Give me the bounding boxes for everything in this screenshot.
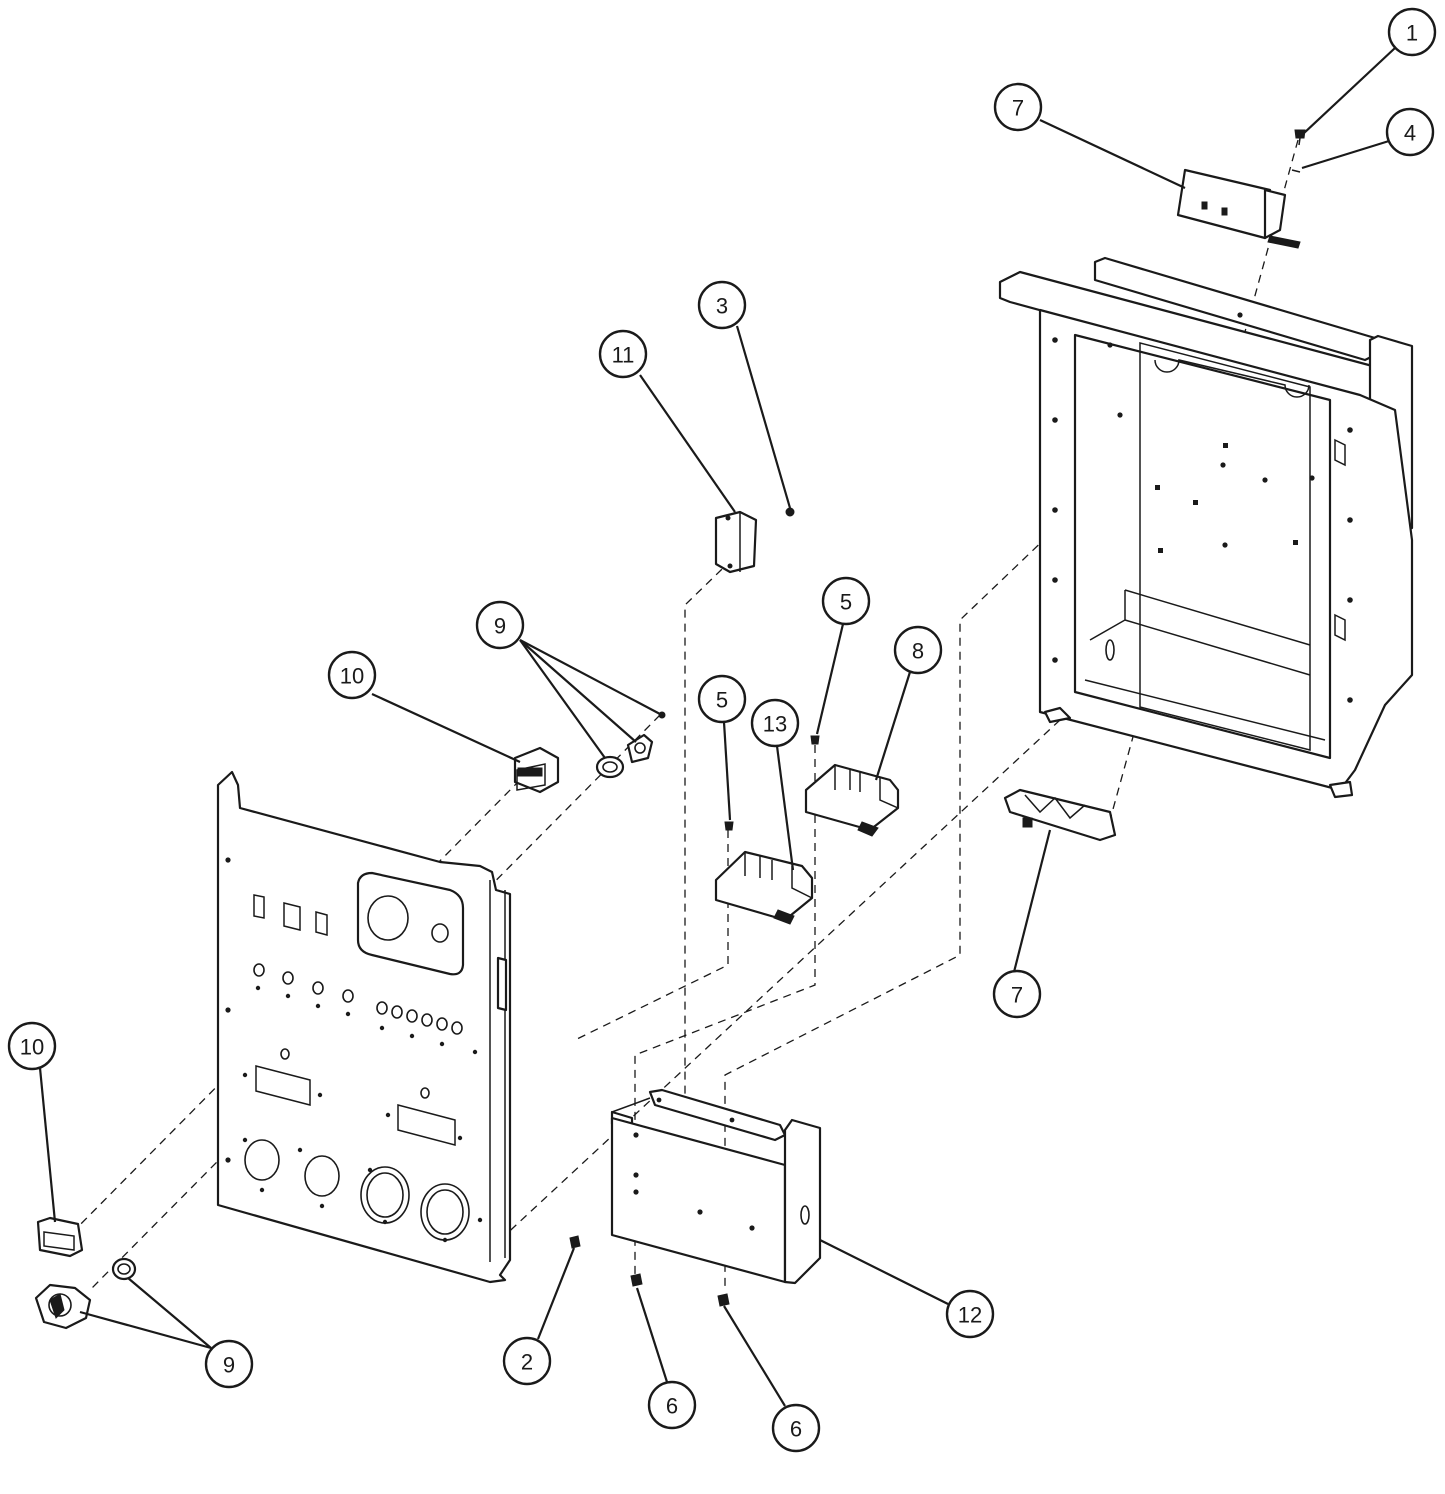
relay-base-part-8 xyxy=(804,763,900,837)
callout-label: 7 xyxy=(1011,983,1023,1008)
callout-13: 13 xyxy=(750,698,800,748)
callout-label: 7 xyxy=(1012,96,1024,121)
callout-label: 1 xyxy=(1406,21,1418,46)
lower-box-part-12 xyxy=(610,1088,822,1285)
callout-6-left: 6 xyxy=(647,1380,697,1430)
screw-part-1 xyxy=(1294,129,1306,146)
main-enclosure xyxy=(998,256,1414,799)
callout-4: 4 xyxy=(1385,107,1435,157)
callout-label: 13 xyxy=(763,712,787,737)
callout-label: 4 xyxy=(1404,121,1416,146)
hardware-parts-2-6 xyxy=(569,1235,730,1307)
knob-assembly-upper xyxy=(513,711,666,794)
front-panel xyxy=(216,770,512,1284)
screws-part-5 xyxy=(724,735,820,831)
fastener-part-3 xyxy=(785,507,795,517)
callout-label: 12 xyxy=(958,1303,982,1328)
callout-2: 2 xyxy=(502,1336,552,1386)
callout-5-left: 5 xyxy=(697,674,747,724)
callout-10-bottom: 10 xyxy=(7,1021,57,1071)
washer-part-4 xyxy=(1291,169,1301,173)
callout-7-bottom: 7 xyxy=(992,969,1042,1019)
callout-7-top: 7 xyxy=(993,82,1043,132)
component-part-11 xyxy=(714,510,758,574)
callout-9-top: 9 xyxy=(475,600,525,650)
callout-label: 9 xyxy=(223,1353,235,1378)
top-cover-part-7 xyxy=(1176,168,1301,249)
callout-label: 2 xyxy=(521,1350,533,1375)
callout-label: 6 xyxy=(790,1417,802,1442)
relay-base-part-13 xyxy=(714,850,814,925)
bottom-bracket-part-7 xyxy=(1003,788,1117,842)
callout-1: 1 xyxy=(1387,7,1437,57)
callout-label: 5 xyxy=(840,590,852,615)
callout-label: 8 xyxy=(912,639,924,664)
callout-label: 3 xyxy=(716,294,728,319)
callout-9-bottom: 9 xyxy=(204,1339,254,1389)
callout-6-right: 6 xyxy=(771,1403,821,1453)
knob-assembly-lower xyxy=(34,1216,137,1330)
callout-12: 12 xyxy=(945,1289,995,1339)
callout-label: 10 xyxy=(20,1035,44,1060)
callout-11: 11 xyxy=(598,329,648,379)
callout-label: 5 xyxy=(716,688,728,713)
callout-10-top: 10 xyxy=(327,650,377,700)
callout-label: 9 xyxy=(494,614,506,639)
callout-label: 10 xyxy=(340,664,364,689)
callout-8: 8 xyxy=(893,625,943,675)
callout-5-right: 5 xyxy=(821,576,871,626)
callout-label: 11 xyxy=(612,343,635,368)
callout-3: 3 xyxy=(697,280,747,330)
callout-label: 6 xyxy=(666,1394,678,1419)
leader-lines xyxy=(38,47,1396,1407)
